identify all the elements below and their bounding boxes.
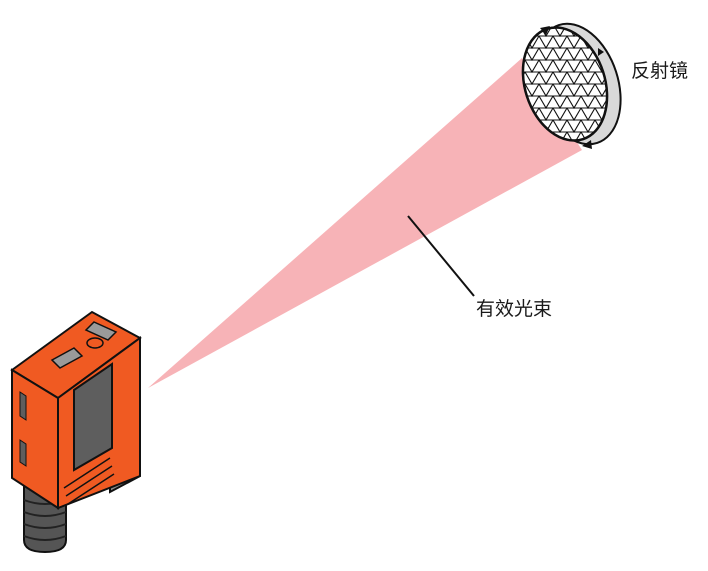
reflector-label: 反射镜 [631,60,689,82]
photoelectric-sensor-icon [10,310,142,554]
effective-beam-cone [148,58,582,388]
prism-reflector-icon [515,20,622,150]
beam-leader-line [407,215,475,297]
effective-beam-label: 有效光束 [476,298,553,320]
